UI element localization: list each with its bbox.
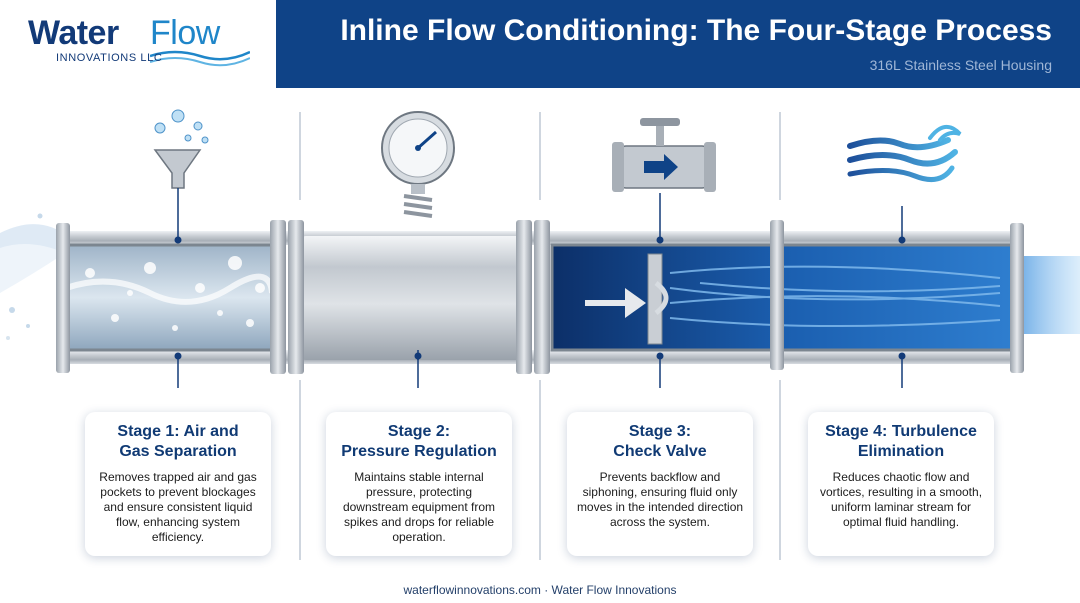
check-valve-icon [612, 118, 716, 192]
logo: Water Flow INNOVATIONS LLC [0, 0, 276, 88]
stage-title-line: Pressure Regulation [341, 443, 497, 460]
stage-description: Maintains stable internal pressure, prot… [342, 470, 496, 544]
stage-title-line: Stage 3: [628, 423, 692, 440]
logo-waves-icon [150, 50, 250, 67]
flow-lines [669, 265, 1001, 328]
stage-title-line: Stage 2: [387, 423, 451, 440]
flow-arrow [585, 288, 646, 318]
logo-word-water: Water [28, 14, 119, 52]
section-divider [299, 380, 301, 560]
stage-title-line: Check Valve [613, 443, 707, 460]
footer-text: waterflowinnovations.com · Water Flow In… [403, 583, 677, 597]
stage-title: Stage 2: Pressure Regulation [334, 422, 504, 462]
stage-description: Reduces chaotic flow and vortices, resul… [819, 470, 983, 529]
stage2-body [300, 236, 524, 360]
stage-card-1: Stage 1: Air and Gas Separation Removes … [85, 412, 271, 556]
funnel-bubbles-icon [153, 109, 209, 189]
section-divider [779, 112, 781, 200]
stage-title-line: Stage 1: Air and [117, 423, 239, 440]
pipe-illustration [0, 109, 1080, 388]
stage-title: Stage 1: Air and Gas Separation [93, 422, 263, 462]
page-subtitle: 316L Stainless Steel Housing [869, 57, 1052, 73]
stage-card-4: Stage 4: Turbulence Elimination Reduces … [808, 412, 994, 556]
header-band: Inline Flow Conditioning: The Four-Stage… [276, 0, 1080, 88]
laminar-waves-icon [847, 125, 962, 183]
section-divider [539, 380, 541, 560]
stage-description: Prevents backflow and siphoning, ensurin… [576, 470, 744, 529]
logo-word-flow: Flow [150, 14, 220, 52]
stage-card-3: Stage 3: Check Valve Prevents backflow a… [567, 412, 753, 556]
page-title: Inline Flow Conditioning: The Four-Stage… [340, 14, 1052, 47]
section-divider [299, 112, 301, 200]
pressure-gauge-icon [381, 111, 455, 218]
stage-card-2: Stage 2: Pressure Regulation Maintains s… [326, 412, 512, 556]
air-bubbles [85, 256, 265, 331]
stage-title-line: Gas Separation [119, 443, 237, 460]
stage-title-line: Elimination [857, 443, 945, 460]
check-valve-flap [647, 253, 669, 345]
section-divider [779, 380, 781, 560]
stage-title: Stage 4: Turbulence Elimination [816, 422, 986, 462]
stage-title-line: Stage 4: Turbulence [825, 423, 977, 440]
stage-title: Stage 3: Check Valve [575, 422, 745, 462]
water-splash [0, 213, 70, 340]
stage-description: Removes trapped air and gas pockets to p… [99, 470, 257, 544]
section-divider [539, 112, 541, 200]
logo-subtitle: INNOVATIONS LLC [56, 52, 163, 64]
